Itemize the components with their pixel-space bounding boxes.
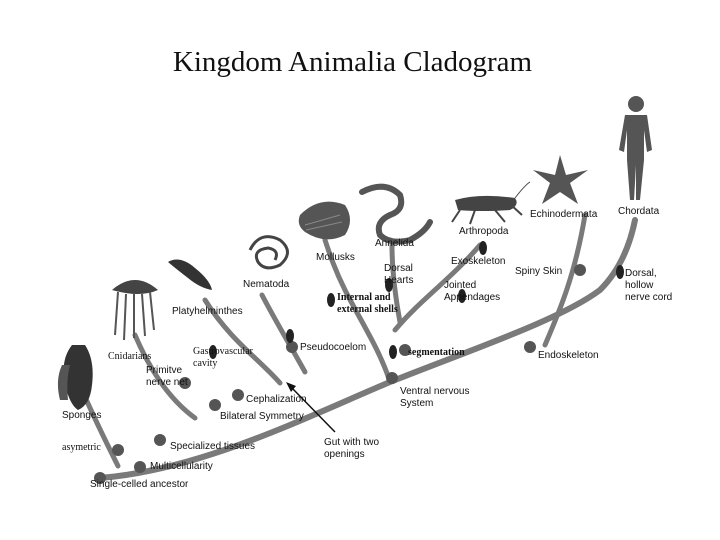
- node-asymetric: [112, 444, 124, 456]
- marker-pseudocoelom: [286, 329, 294, 343]
- trait-endoskeleton: Endoskeleton: [538, 350, 599, 361]
- taxon-annelida: Annelida: [375, 238, 414, 249]
- branch-annelida: [389, 242, 403, 325]
- trait-internal-external-shells: Internal and external shells: [337, 292, 398, 315]
- node-ventral-nervous: [386, 372, 398, 384]
- trait-cephalization: Cephalization: [246, 394, 307, 405]
- branch-cnidarians: [132, 332, 198, 421]
- marker-dorsal-nerve-cord: [616, 265, 624, 279]
- taxon-nematoda: Nematoda: [243, 279, 290, 290]
- trait-gastrovascular-cavity: Gastrovascular cavity: [193, 346, 253, 369]
- trait-ventral-nervous-system: Ventral nervous System: [400, 386, 470, 409]
- trait-specialized-tissues: Specialized tissues: [170, 441, 256, 452]
- marker-jointed-appendages: [458, 289, 466, 303]
- node-spiny-skin: [574, 264, 586, 276]
- node-specialized-tissues: [154, 434, 166, 446]
- trait-gut-two-openings: Gut with two openings: [324, 437, 380, 460]
- trait-asymetric: asymetric: [62, 442, 101, 453]
- taxon-chordata: Chordata: [618, 206, 660, 217]
- sponge-illustration: [57, 345, 93, 410]
- flatworm-illustration: [168, 259, 212, 290]
- grasshopper-illustration: [451, 181, 531, 225]
- taxon-mollusks: Mollusks: [316, 252, 355, 263]
- trait-dorsal-hollow-nerve-cord: Dorsal, hollow nerve cord: [625, 268, 673, 303]
- clam-illustration: [298, 201, 350, 240]
- trait-segmentation: segmentation: [408, 347, 465, 358]
- gut-pointer-arrowhead: [286, 382, 296, 392]
- trait-single-celled-ancestor: Single-celled ancestor: [90, 479, 189, 490]
- branch-protostomes: [322, 237, 393, 385]
- node-primitive-nerve-net: [179, 377, 191, 389]
- gut-pointer-line: [291, 387, 336, 433]
- taxon-cnidarians: Cnidarians: [108, 351, 152, 362]
- node-bilateral-symmetry: [209, 399, 221, 411]
- trait-dorsal-hearts: Dorsal Hearts: [384, 263, 414, 286]
- taxon-arthropoda: Arthropoda: [459, 226, 509, 237]
- diagram-title: Kingdom Animalia Cladogram: [172, 46, 533, 78]
- marker-exoskeleton: [479, 241, 487, 255]
- jellyfish-illustration: [112, 280, 158, 341]
- marker-segmentation: [389, 345, 397, 359]
- trait-bilateral-symmetry: Bilateral Symmetry: [220, 411, 304, 422]
- taxon-platyhelminthes: Platyhelminthes: [172, 306, 243, 317]
- trait-exoskeleton: Exoskeleton: [451, 256, 506, 267]
- marker-dorsal-hearts: [385, 278, 393, 292]
- branch-echinodermata: [542, 212, 588, 348]
- node-pseudocoelom: [286, 341, 298, 353]
- human-illustration: [619, 96, 652, 200]
- branch-nematoda: [259, 292, 308, 375]
- node-single-celled: [94, 472, 106, 484]
- node-cephalization: [232, 389, 244, 401]
- marker-internal-shells: [327, 293, 335, 307]
- node-multicellularity: [134, 461, 146, 473]
- branch-annelida-arthropoda: [392, 242, 483, 333]
- starfish-illustration: [533, 155, 588, 204]
- marker-gastrovascular: [209, 345, 217, 359]
- node-endoskeleton: [524, 341, 536, 353]
- branch-platyhelminthes: [202, 297, 283, 386]
- node-segmentation: [399, 344, 411, 356]
- taxon-echinodermata: Echinodermata: [530, 209, 598, 220]
- trait-primitive-nerve-net: Primitve nerve net: [146, 365, 188, 388]
- trait-spiny-skin: Spiny Skin: [515, 266, 563, 277]
- earthworm-illustration: [359, 183, 433, 245]
- taxon-sponges: Sponges: [62, 410, 102, 421]
- trait-jointed-appendages: Jointed Appendages: [444, 280, 501, 303]
- trait-pseudocoelom: Pseudocoelom: [300, 342, 367, 353]
- roundworm-illustration: [248, 235, 289, 270]
- main-trunk: [97, 217, 638, 481]
- trait-multicellularity: Multicellularity: [150, 461, 213, 472]
